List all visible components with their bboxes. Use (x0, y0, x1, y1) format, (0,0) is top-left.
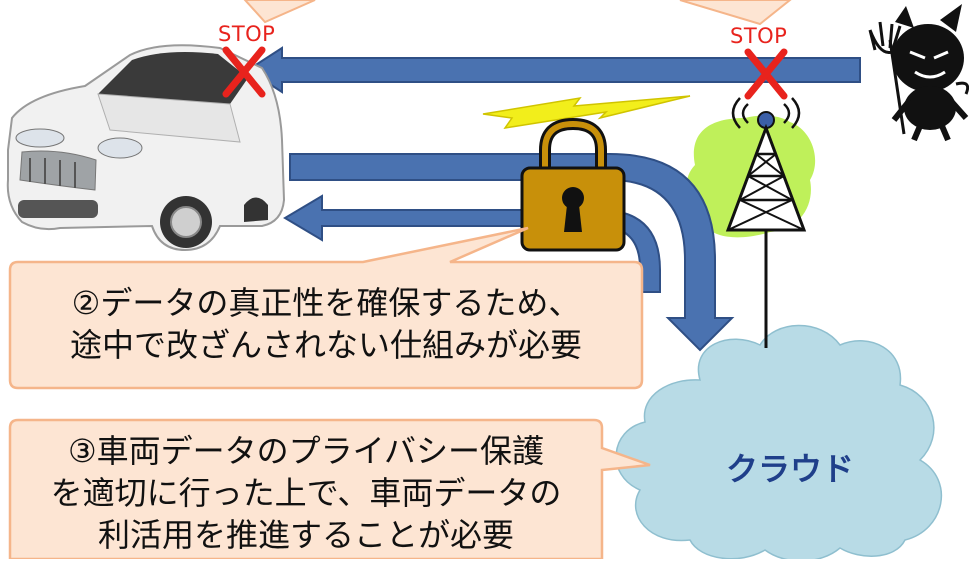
callout-privacy-line-1: ③車両データのプライバシー保護 (67, 432, 545, 470)
stop-x-icon-left (222, 46, 266, 98)
callout-integrity-bubble (8, 226, 644, 390)
top-callout-right (679, 0, 792, 26)
callout-privacy: ③車両データのプライバシー保護 を適切に行った上で、車両データの 利活用を推進す… (14, 430, 598, 556)
callout-integrity-line-1: ②データの真正性を確保するため、 (71, 284, 581, 322)
callout-integrity: ②データの真正性を確保するため、 途中で改ざんされない仕組みが必要 (14, 282, 638, 366)
padlock-icon (520, 117, 626, 252)
stop-x-icon-right (744, 48, 788, 100)
data-arrow-outer (289, 153, 735, 352)
callout-privacy-line-3: 利活用を推進することが必要 (97, 516, 514, 554)
antenna-tower-icon (725, 97, 807, 232)
lightning-icon (482, 95, 691, 130)
callout-privacy-bubble (8, 418, 651, 561)
stop-label-right: STOP (730, 24, 788, 48)
callout-privacy-line-2: を適切に行った上で、車両データの (50, 474, 562, 512)
stop-label-left: STOP (218, 22, 276, 46)
car-icon (6, 44, 286, 252)
cloud-icon (615, 324, 943, 562)
devil-icon (868, 4, 969, 142)
cloud-label: クラウド (725, 450, 854, 488)
top-callout-left (243, 0, 316, 24)
callout-integrity-line-2: 途中で改ざんされない仕組みが必要 (69, 326, 582, 364)
